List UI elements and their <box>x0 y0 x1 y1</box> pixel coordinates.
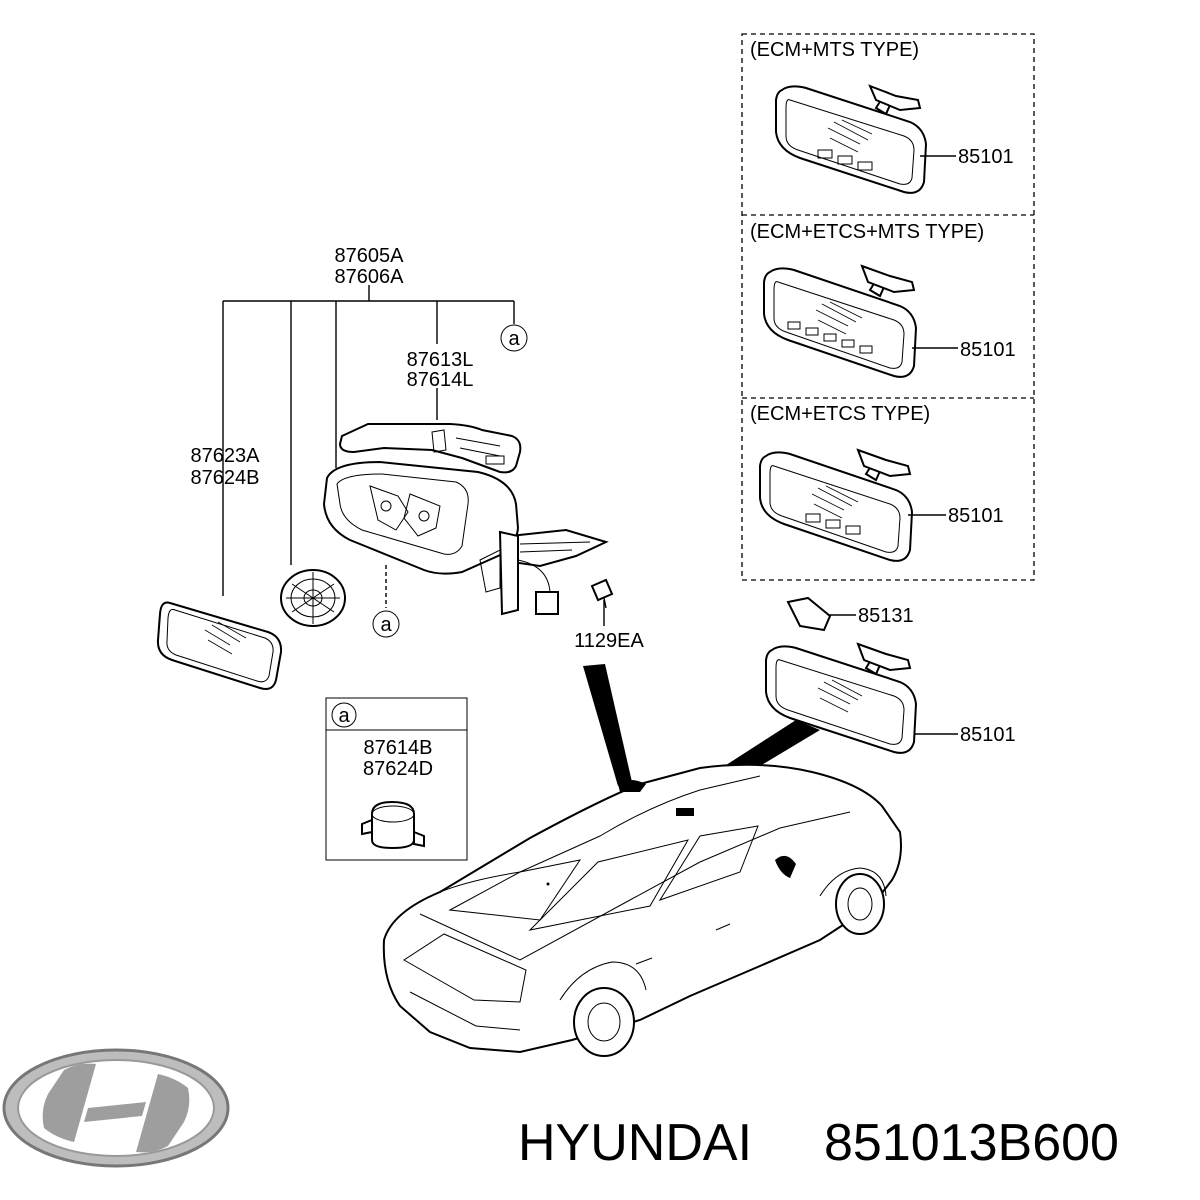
mirror-actuator-part <box>280 569 346 627</box>
svg-text:a: a <box>380 614 392 636</box>
vehicle-outline <box>382 763 902 1057</box>
detail-lamp-part <box>361 800 425 850</box>
ref-circle-a-top: a <box>500 324 528 352</box>
detail-ref: a <box>338 705 350 727</box>
variant-1: (ECM+MTS TYPE) 85101 <box>750 39 1014 194</box>
variant-2-title: (ECM+ETCS+MTS TYPE) <box>750 221 984 243</box>
variant-1-part: 85101 <box>958 146 1014 168</box>
variant-2-part: 85101 <box>960 339 1016 361</box>
ref-circle-a-mid: a <box>372 610 400 638</box>
variant-1-title: (ECM+MTS TYPE) <box>750 39 919 61</box>
cover-part-number: 85131 <box>858 605 914 627</box>
mirror-housing-part <box>322 460 520 593</box>
callout-bolt: 1129EA <box>574 630 644 652</box>
detail-part-line1: 87614B <box>364 737 433 759</box>
pointer-to-mirror <box>583 664 632 786</box>
bolt-part <box>590 578 614 609</box>
callout-glass-line1: 87623A <box>191 445 261 467</box>
variant-3-mirror <box>759 448 914 562</box>
turn-signal-lamp-part <box>498 528 609 616</box>
callout-assembly-line2: 87606A <box>335 266 405 288</box>
detail-part-line2: 87624D <box>363 758 433 780</box>
variant-3-title: (ECM+ETCS TYPE) <box>750 403 930 425</box>
variant-2-mirror <box>763 264 918 378</box>
variant-3-part: 85101 <box>948 505 1004 527</box>
mirror-cover-part <box>338 423 522 474</box>
part-number: 851013B600 <box>824 1114 1119 1172</box>
variant-3: (ECM+ETCS TYPE) 85101 <box>750 403 1004 562</box>
brand-name: HYUNDAI <box>518 1114 752 1172</box>
mirror-glass-part <box>156 601 283 690</box>
standard-mirror-group: 85131 85101 <box>765 596 1016 754</box>
assembly-leaders <box>222 285 605 626</box>
hyundai-logo <box>2 1048 230 1168</box>
callout-assembly-line1: 87605A <box>335 245 405 267</box>
variant-1-mirror <box>775 84 928 194</box>
variant-boxes <box>741 33 1035 581</box>
callout-glass-line2: 87624B <box>191 467 260 489</box>
variant-2: (ECM+ETCS+MTS TYPE) 85101 <box>750 221 1016 378</box>
svg-text:a: a <box>508 328 520 350</box>
callout-cover-line2: 87614L <box>407 369 474 391</box>
standard-mirror-part-number: 85101 <box>960 724 1016 746</box>
callout-cover-line1: 87613L <box>407 349 474 371</box>
detail-box-a: a 87614B 87624D <box>325 697 468 861</box>
